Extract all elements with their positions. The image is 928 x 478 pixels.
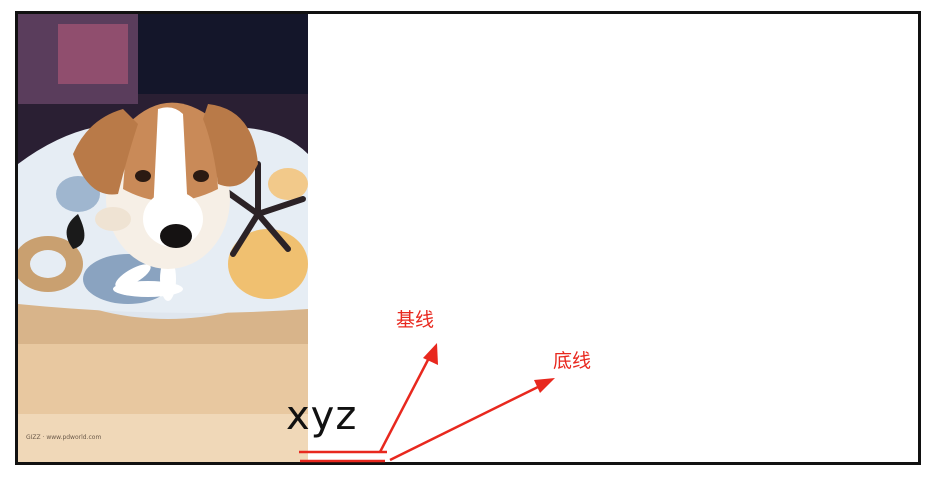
demo-container: GIZZ · www.pdworld.com [15,11,921,465]
baseline-label: 基线 [396,309,435,331]
sample-text-xyz: xyz [286,393,358,439]
bottom-line-label: 底线 [553,350,592,372]
image-watermark: GIZZ · www.pdworld.com [26,434,102,441]
puppy-photo [18,14,308,462]
